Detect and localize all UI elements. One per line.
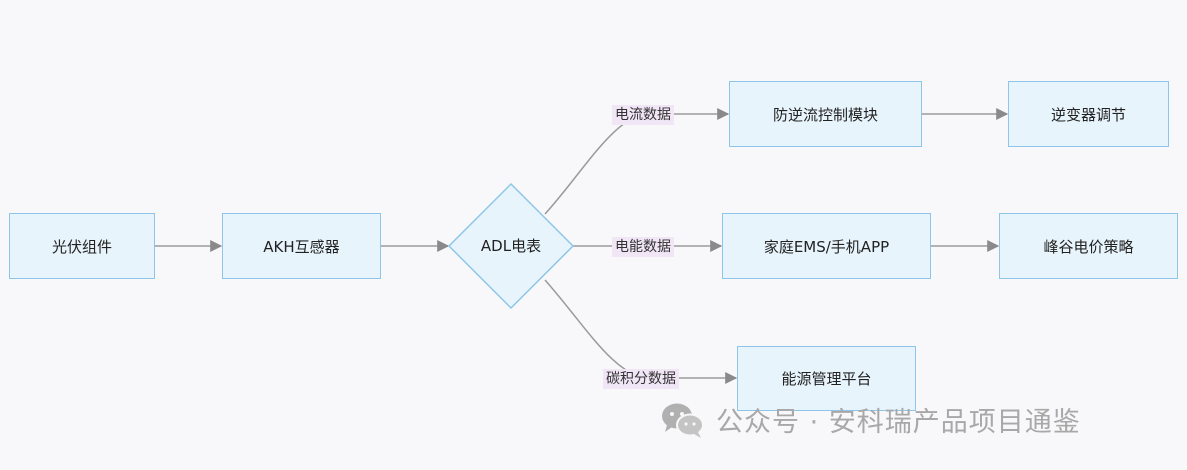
- node-adl-meter-label: ADL电表: [480, 236, 542, 255]
- node-pv-modules[interactable]: 光伏组件: [9, 213, 155, 279]
- node-anti-backflow[interactable]: 防逆流控制模块: [729, 81, 922, 147]
- watermark-text: 公众号 · 安科瑞产品项目通鉴: [716, 407, 1081, 438]
- edge-label-carbon-data: 碳积分数据: [603, 369, 679, 389]
- edge-label-energy-data: 电能数据: [612, 237, 674, 257]
- edge-adl-to-platform: [544, 279, 738, 384]
- edge-adl-to-antibackflow: [544, 108, 730, 215]
- watermark: 公众号 · 安科瑞产品项目通鉴: [660, 400, 1081, 439]
- adl-meter-diamond[interactable]: [447, 182, 575, 310]
- node-akh-transformer[interactable]: AKH互感器: [222, 213, 381, 279]
- node-energy-platform[interactable]: 能源管理平台: [737, 346, 916, 411]
- node-inverter-adjust[interactable]: 逆变器调节: [1008, 81, 1169, 147]
- node-peak-valley[interactable]: 峰谷电价策略: [999, 213, 1178, 279]
- node-home-ems[interactable]: 家庭EMS/手机APP: [722, 213, 931, 279]
- wechat-icon: [662, 403, 704, 438]
- edge-label-current-data: 电流数据: [612, 105, 674, 125]
